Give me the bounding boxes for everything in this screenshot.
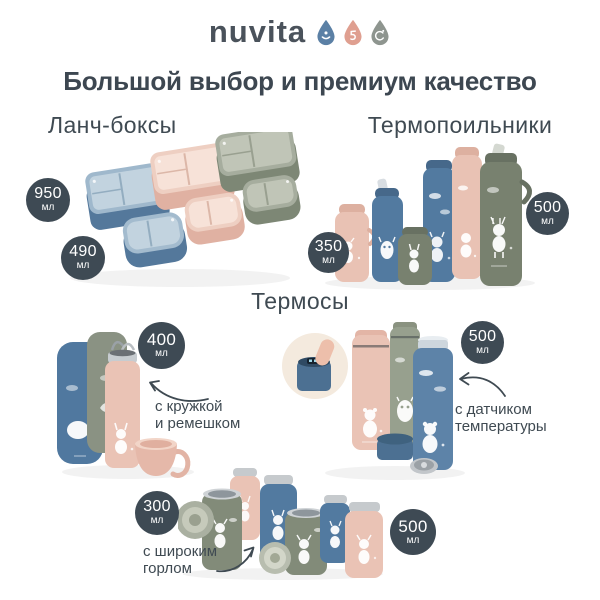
- arrow-sensor-note: [459, 372, 506, 397]
- note-line: и ремешком: [155, 415, 241, 433]
- food-jar-blue-right: [320, 495, 350, 563]
- note-line: с датчиком: [455, 401, 532, 418]
- thermos-strainer: [410, 458, 438, 474]
- thermos-lid-blue: [377, 433, 413, 460]
- note-line: горлом: [143, 560, 192, 578]
- badge-thermos-500ml: 500 мл: [461, 321, 504, 364]
- lunchboxes-product-photo: [70, 132, 301, 287]
- badge-value: 500: [468, 327, 497, 345]
- sippy-olive-small: [398, 227, 432, 285]
- thermos-olive-sensor: [390, 322, 420, 453]
- badge-thermos-400ml: 400 мл: [138, 322, 185, 369]
- thermos-pink-sensor: [352, 330, 390, 450]
- sippy-blue-small-straw: [372, 178, 403, 282]
- thermos-cup-strap: [135, 438, 191, 478]
- note-wide-mouth: с широким горлом: [143, 543, 217, 577]
- sippy-olive-tall-straw: [480, 143, 532, 286]
- thermos-strap-product-photo: [57, 332, 194, 479]
- sippy-pink-tall: [452, 147, 491, 279]
- lunchbox-pink-small: [184, 192, 245, 245]
- badge-sippy-350ml: 350 мл: [308, 232, 349, 273]
- section-title-thermoses: Термосы: [251, 288, 349, 314]
- note-strap: с кружкой и ремешком: [155, 398, 240, 432]
- badge-value: 500: [533, 198, 562, 216]
- water-drop-gray-icon: [371, 19, 389, 45]
- badge-unit: мл: [155, 348, 168, 359]
- food-jar-lid-left: [178, 501, 214, 539]
- badge-food-500ml: 500 мл: [390, 509, 436, 555]
- food-jar-olive-right: [285, 508, 327, 575]
- brand-header: nuvita: [0, 14, 600, 50]
- badge-unit: мл: [150, 515, 164, 526]
- food-jar-lid-right: [259, 542, 291, 574]
- food-jar-pink-right: [345, 502, 383, 578]
- lunchbox-olive-small: [242, 175, 301, 225]
- temperature-sensor-inset: [282, 333, 348, 399]
- note-sensor: с датчиком температуры: [455, 401, 547, 435]
- lunchbox-olive-large: [215, 132, 300, 192]
- badge-unit: мл: [76, 260, 90, 271]
- badge-value: 500: [398, 516, 428, 536]
- water-drop-blue-icon: [317, 19, 335, 45]
- note-line: с широким: [143, 543, 218, 560]
- section-title-lunchboxes: Ланч-боксы: [48, 112, 177, 138]
- badge-value: 300: [143, 498, 171, 515]
- water-drop-pink-icon: [344, 19, 362, 45]
- badge-lunchbox-950ml: 950 мл: [26, 178, 70, 222]
- sippy-cups-product-photo: [325, 143, 535, 290]
- brand-logo-text: nuvita: [208, 14, 307, 49]
- food-thermoses-product-photo: [178, 468, 383, 580]
- badge-value: 400: [146, 330, 177, 349]
- badge-value: 490: [69, 243, 97, 260]
- note-line: с кружкой: [155, 398, 223, 415]
- badge-unit: мл: [41, 202, 55, 213]
- badge-unit: мл: [476, 344, 489, 356]
- badge-food-300ml: 300 мл: [135, 491, 179, 535]
- badge-value: 350: [314, 237, 343, 255]
- badge-value: 950: [34, 185, 62, 202]
- page-title: Большой выбор и премиум качество: [63, 66, 537, 96]
- badge-unit: мл: [541, 215, 554, 227]
- brand-drop-icons: [315, 19, 391, 46]
- badge-lunchbox-490ml: 490 мл: [61, 236, 105, 280]
- badge-sippy-500ml: 500 мл: [526, 192, 569, 235]
- thermos-pink-open: [105, 341, 140, 468]
- note-line: температуры: [455, 418, 547, 436]
- badge-unit: мл: [322, 254, 335, 266]
- thermos-sensor-product-photo: [282, 322, 465, 480]
- lunchbox-blue-small: [122, 212, 188, 268]
- section-title-sippy-cups: Термопоильники: [367, 112, 553, 138]
- badge-unit: мл: [406, 534, 420, 546]
- thermos-blue-open: [413, 336, 453, 470]
